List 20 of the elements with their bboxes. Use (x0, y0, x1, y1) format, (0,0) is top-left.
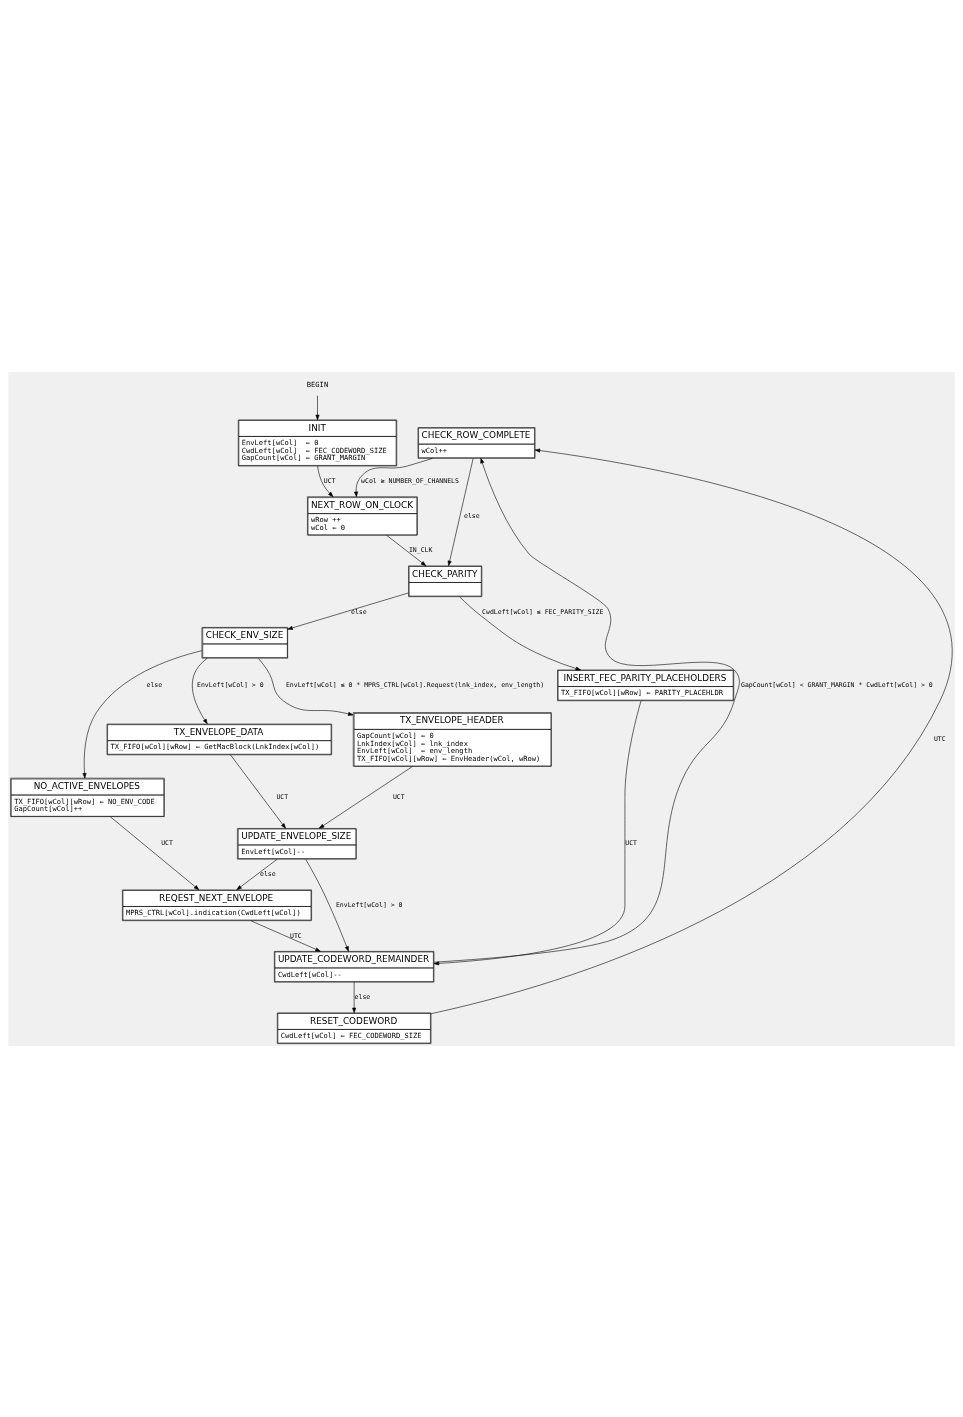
arrow (82, 649, 203, 778)
arrow (433, 457, 740, 962)
arrow (459, 596, 581, 670)
arrow (447, 457, 474, 566)
arrow (305, 858, 349, 952)
arrow (230, 754, 286, 829)
arrow (317, 465, 334, 497)
arrow (192, 657, 208, 724)
arrow (315, 394, 320, 420)
arrow (352, 981, 357, 1013)
arrow (287, 592, 409, 630)
arrow (250, 919, 321, 952)
arrow (109, 815, 200, 890)
arrow (258, 657, 354, 716)
arrow (430, 448, 953, 1014)
arrow (354, 457, 433, 497)
arrow (318, 765, 413, 829)
arrow (236, 858, 278, 890)
arrow (433, 700, 642, 965)
arrow (386, 534, 427, 566)
